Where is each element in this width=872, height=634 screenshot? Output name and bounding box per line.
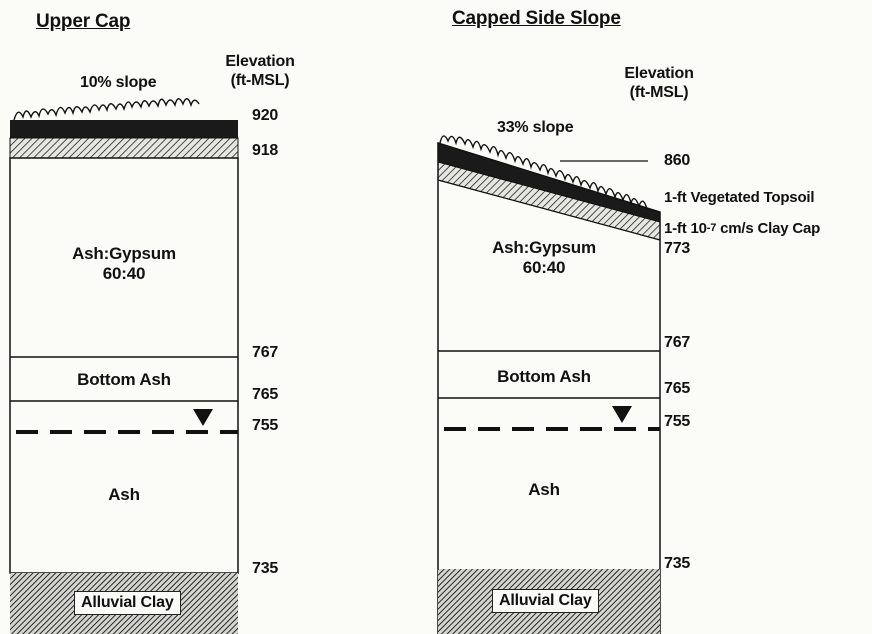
upper-slope-label: 10% slope	[80, 74, 157, 91]
upper-elev-755: 755	[252, 417, 279, 434]
slope-elev-773: 773	[664, 240, 691, 257]
upper-elevation-header-line1: Elevation	[225, 53, 295, 70]
slope-elev-765: 765	[664, 380, 691, 397]
slope-bottom-ash-label: Bottom Ash	[497, 367, 591, 386]
upper-ash-gypsum-label: Ash:Gypsum 60:40	[64, 244, 184, 284]
slope-slope-label: 33% slope	[497, 119, 574, 136]
slope-ash-gypsum-line1: Ash:Gypsum	[492, 238, 596, 257]
slope-elev-755: 755	[664, 413, 691, 430]
upper-topsoil-layer	[10, 120, 238, 138]
slope-topsoil-layer	[438, 143, 660, 222]
upper-elev-765: 765	[252, 386, 279, 403]
upper-cap-column	[9, 98, 239, 634]
upper-ash-gypsum-line2: 60:40	[102, 264, 146, 283]
slope-column-outline	[437, 141, 661, 634]
slope-ash-gypsum-line2: 60:40	[522, 258, 566, 277]
upper-alluvial-clay-label: Alluvial Clay	[74, 591, 181, 615]
upper-column-outline	[9, 157, 239, 574]
upper-bottom-ash-label: Bottom Ash	[77, 370, 171, 389]
slope-claycap-exponent: -7	[706, 222, 717, 234]
upper-grass-icon	[13, 98, 200, 121]
upper-water-table-marker	[193, 409, 213, 426]
upper-elev-918: 918	[252, 142, 279, 159]
upper-elevation-header-line2: (ft-MSL)	[230, 72, 290, 89]
slope-elev-735: 735	[664, 555, 691, 572]
slope-claycap-annotation: 1-ft 10-7 cm/s Clay Cap	[664, 220, 820, 237]
slope-claycap-prefix: 1-ft 10	[664, 220, 707, 237]
upper-claycap-layer	[9, 137, 239, 159]
upper-elev-920: 920	[252, 107, 279, 124]
slope-elev-860: 860	[664, 152, 691, 169]
slope-elevation-header-line1: Elevation	[624, 65, 694, 82]
upper-ash-label: Ash	[108, 485, 140, 504]
slope-water-table-marker	[612, 406, 632, 423]
upper-elev-767: 767	[252, 344, 279, 361]
slope-topsoil-annotation: 1-ft Vegetated Topsoil	[664, 189, 815, 206]
slope-elevation-header: Elevation (ft-MSL)	[614, 64, 704, 102]
slope-claycap-bottom-line	[437, 179, 661, 241]
upper-cap-title: Upper Cap	[36, 11, 131, 32]
slope-elev-767: 767	[664, 334, 691, 351]
upper-elev-735: 735	[252, 560, 279, 577]
slope-ash-label: Ash	[528, 480, 560, 499]
upper-elevation-header: Elevation (ft-MSL)	[215, 52, 305, 90]
slope-ash-gypsum-label: Ash:Gypsum 60:40	[484, 238, 604, 278]
slope-alluvial-clay-label: Alluvial Clay	[492, 589, 599, 613]
side-slope-title: Capped Side Slope	[452, 8, 621, 29]
slope-elevation-header-line2: (ft-MSL)	[629, 84, 689, 101]
slope-grass-icon	[439, 135, 648, 210]
slope-claycap-suffix: cm/s Clay Cap	[716, 220, 821, 237]
upper-ash-gypsum-line1: Ash:Gypsum	[72, 244, 176, 263]
